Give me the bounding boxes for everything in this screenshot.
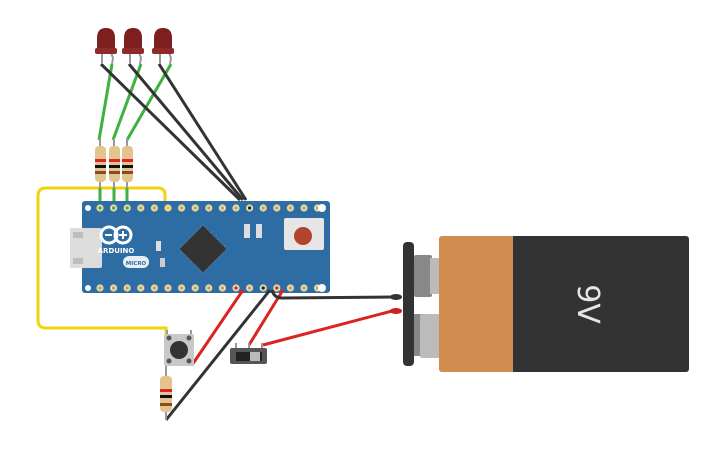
header-pin-hole (288, 206, 292, 210)
header-pin-hole (98, 286, 102, 290)
battery-label: 9V (570, 284, 605, 324)
wire-black-ground[interactable] (164, 289, 272, 421)
header-pin-hole (275, 206, 279, 210)
arduino-logo (99, 225, 133, 245)
wire-black-2[interactable] (127, 63, 245, 201)
mount-hole (85, 205, 91, 211)
mount-hole (85, 285, 91, 291)
header-pin-hole (98, 206, 102, 210)
arduino-micro-board[interactable]: ARDUINO MICRO (70, 201, 330, 293)
header-pin-hole (248, 206, 252, 210)
battery-copper-cap (439, 236, 515, 372)
wire-black-1[interactable] (99, 62, 242, 202)
wire-red-button[interactable] (190, 289, 245, 366)
header-pin-hole (112, 206, 116, 210)
wire-yellow[interactable] (36, 186, 168, 340)
led-2[interactable] (122, 28, 144, 65)
header-pin-hole (207, 286, 211, 290)
wire-black-3[interactable] (157, 63, 248, 201)
header-pin-hole (166, 286, 170, 290)
header-pin-hole (302, 286, 306, 290)
board-model: MICRO (126, 261, 147, 267)
header-pin-hole (193, 206, 197, 210)
wire-green-2[interactable] (111, 63, 143, 141)
header-pin-hole (220, 286, 224, 290)
header-pin-hole (125, 206, 129, 210)
battery-9v[interactable]: 9V (403, 236, 689, 372)
header-pin-hole (193, 286, 197, 290)
led-1[interactable] (95, 28, 117, 65)
header-pin-hole (207, 206, 211, 210)
header-pin-hole (275, 286, 279, 290)
header-pin-hole (112, 286, 116, 290)
pushbutton[interactable] (164, 330, 194, 366)
header-pin-hole (180, 206, 184, 210)
header-pin-hole (220, 206, 224, 210)
wire-red-switch[interactable] (247, 289, 285, 346)
header-pin-hole (261, 286, 265, 290)
reset-button[interactable] (284, 218, 324, 250)
board-name: ARDUINO (98, 247, 135, 255)
header-pin-hole (180, 286, 184, 290)
header-pin-hole (125, 286, 129, 290)
led-3[interactable] (152, 28, 174, 65)
header-pin-hole (166, 206, 170, 210)
header-pin-hole (139, 286, 143, 290)
slide-switch[interactable] (230, 343, 267, 364)
header-pin-hole (234, 286, 238, 290)
wire-green-3[interactable] (125, 63, 173, 141)
header-pin-hole (152, 286, 156, 290)
microcontroller-chip (178, 224, 228, 274)
battery-body (513, 236, 689, 372)
resistor-r4[interactable] (160, 366, 172, 420)
mount-hole (318, 284, 326, 292)
mount-hole (318, 204, 326, 212)
header-pin-hole (152, 206, 156, 210)
header-pin-hole (248, 286, 252, 290)
wire-green-1[interactable] (97, 63, 114, 141)
header-pin-hole (302, 206, 306, 210)
wire-black-battery[interactable] (270, 289, 393, 300)
wire-red-battery[interactable] (262, 309, 393, 347)
header-pin-hole (139, 206, 143, 210)
header-pin-hole (234, 206, 238, 210)
header-pin-hole (288, 286, 292, 290)
header-pin-hole (261, 206, 265, 210)
